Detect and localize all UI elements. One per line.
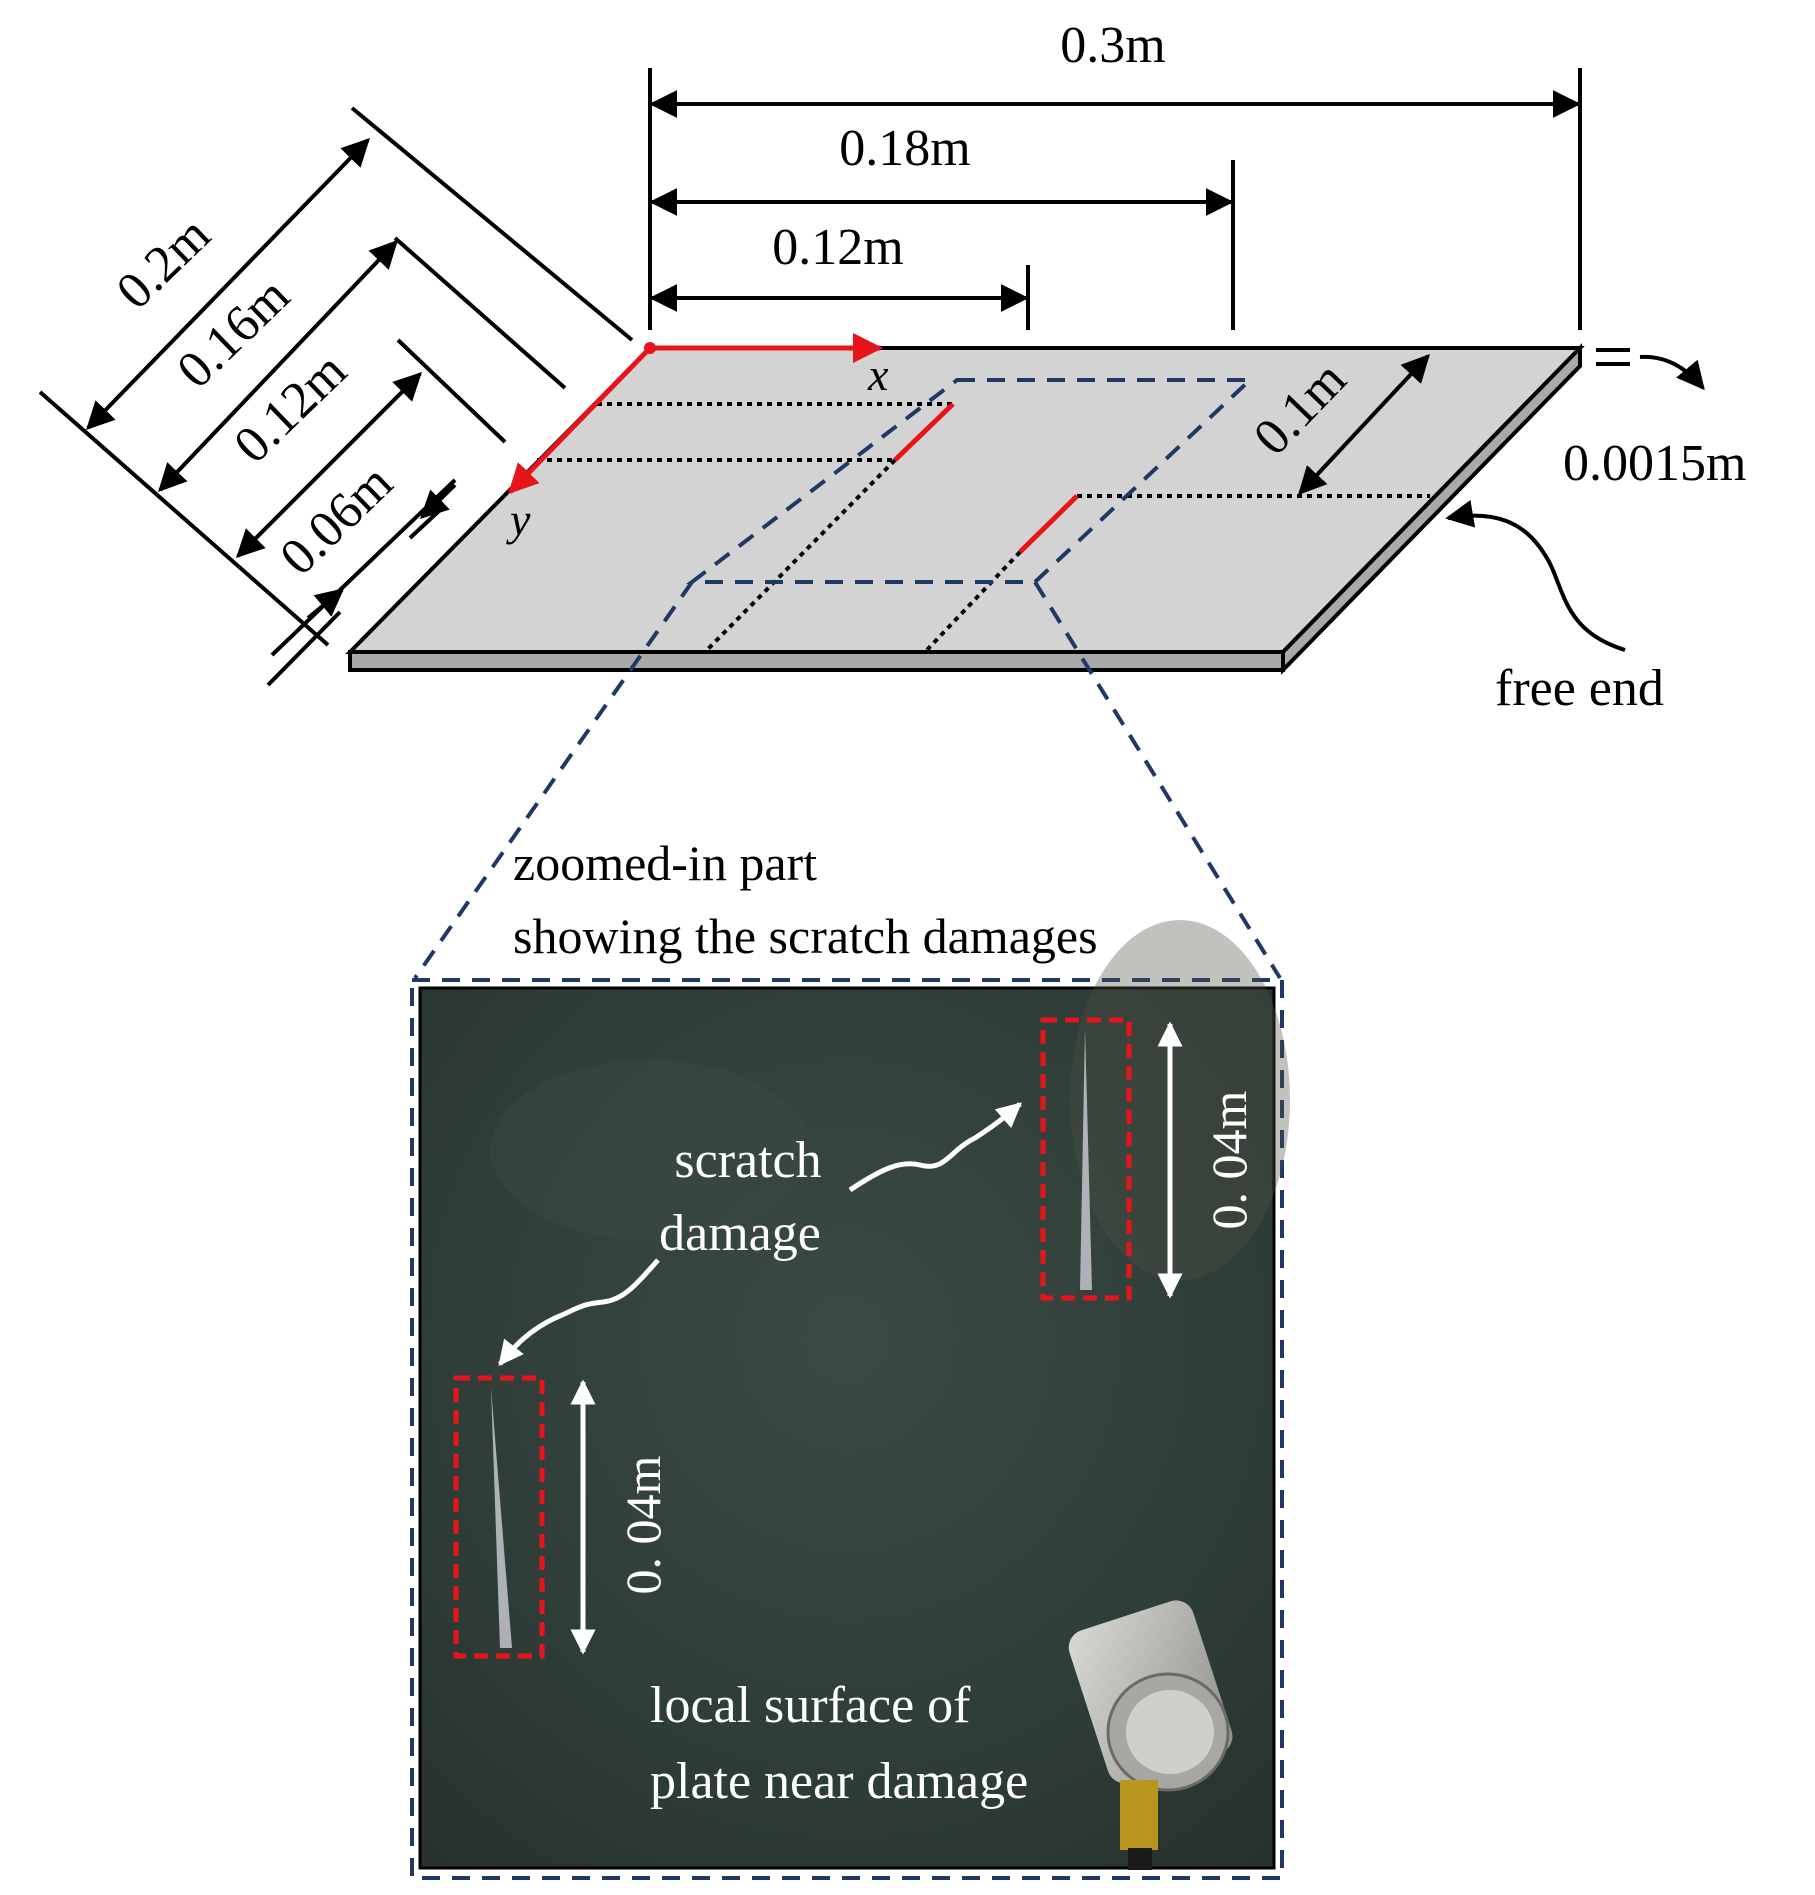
zoom-region [413, 378, 1282, 980]
damage-length-label-right: 0. 04m [1201, 1090, 1257, 1229]
scratch-pointer-right [848, 1102, 1022, 1193]
zoom-caption-line2: showing the scratch damages [513, 908, 1098, 964]
plate-right-edge [1281, 343, 1582, 675]
dim-damage1-x-label: 0.18m [839, 120, 970, 177]
dim-length-label: 0.3m [1060, 17, 1165, 74]
scratch-mark-right [1080, 1028, 1092, 1290]
damage-segments [893, 402, 1079, 554]
damage-segment-1 [893, 402, 955, 462]
free-end-label: free end [1495, 660, 1664, 717]
damage-length-label-left: 0. 04m [615, 1455, 671, 1594]
zoom-photo: 0. 04m 0. 04m scratch damage local surfa… [410, 920, 1290, 1880]
dim-width-label: 0.2m [106, 206, 221, 320]
damage-box-left [453, 1375, 545, 1659]
dim-crack-offset-arrow [1298, 353, 1430, 496]
thickness-indicator [1596, 348, 1705, 391]
dim-thickness-label: 0.0015m [1563, 435, 1746, 492]
y-axis-label: y [506, 494, 531, 545]
scratch-label-line1: scratch [674, 1132, 821, 1189]
dim-damage-y-label: 0.06m [269, 454, 403, 586]
x-axis-label: x [867, 349, 889, 400]
plate-grid-lines [537, 402, 1430, 654]
surface-label-line2: plate near damage [650, 1753, 1028, 1810]
zoom-caption-line1: zoomed-in part [513, 835, 817, 891]
scratch-mark-left [491, 1388, 512, 1648]
scratch-label-line2: damage [659, 1205, 821, 1262]
y-dimensions [38, 106, 634, 687]
damage-segment-2 [1018, 494, 1079, 554]
y-axis [507, 346, 652, 495]
plate [345, 343, 1585, 675]
plate-front-edge [348, 650, 1285, 672]
coordinate-axes: x y [506, 333, 889, 545]
origin-dot [644, 342, 656, 354]
sensor-icon [1068, 1600, 1233, 1870]
scratch-pointer-left [498, 1258, 660, 1366]
zoom-photo-frame [410, 978, 1284, 1880]
dim-damage2-x-label: 0.12m [772, 219, 903, 276]
x-dimensions [648, 68, 1582, 330]
free-end-pointer [1445, 499, 1626, 652]
damage-box-right [1040, 1017, 1132, 1301]
surface-label-line1: local surface of [650, 1677, 971, 1734]
